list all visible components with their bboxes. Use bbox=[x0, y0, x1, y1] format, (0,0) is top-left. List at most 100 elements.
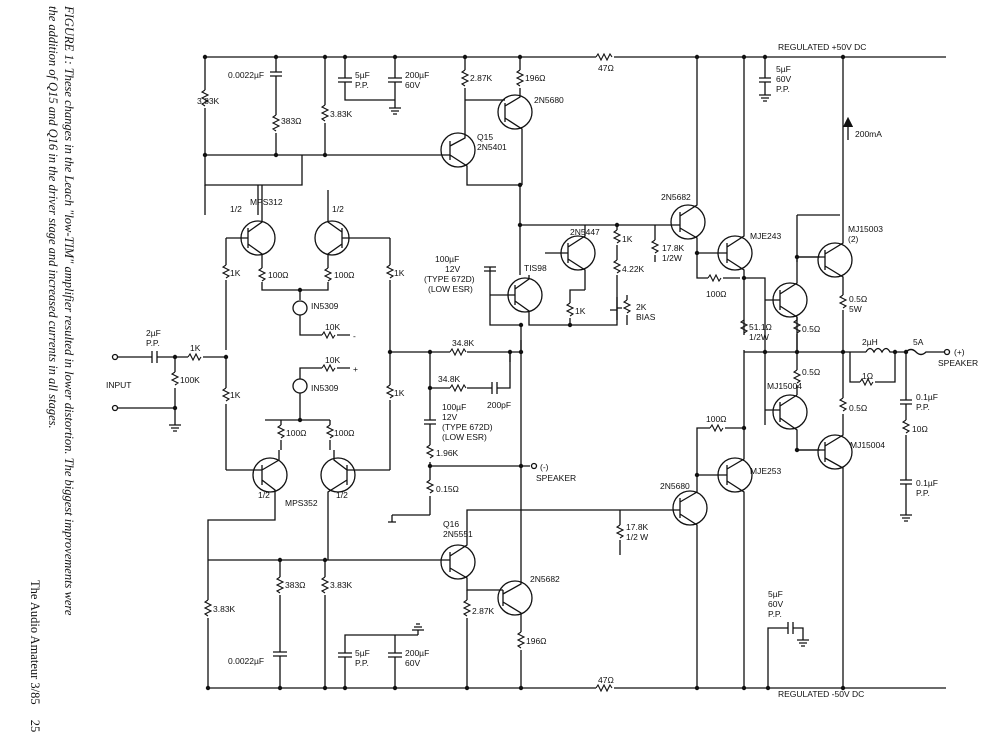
q-mje253-part: MJE253 bbox=[750, 466, 781, 476]
mps352-half-r: 1/2 bbox=[336, 490, 348, 500]
positive-rail bbox=[205, 52, 946, 62]
r-1k-d-label: 1K bbox=[394, 388, 405, 398]
r-511-label: 51.1Ω bbox=[749, 322, 772, 332]
r-383k-bot2-label: 3.83K bbox=[330, 580, 353, 590]
c-5u-top-label: 5µF bbox=[355, 70, 370, 80]
c-0022-bot-label: 0.0022µF bbox=[228, 656, 264, 666]
positive-rail-label: REGULATED +50V DC bbox=[778, 42, 866, 52]
r-100-d-label: 100Ω bbox=[334, 428, 355, 438]
c-100u-top-v: 12V bbox=[445, 264, 460, 274]
r-511-w: 1/2W bbox=[749, 332, 769, 342]
q-2n5680-top-part: 2N5680 bbox=[534, 95, 564, 105]
r-383-bot-label: 383Ω bbox=[285, 580, 306, 590]
mps312-label: MPS312 bbox=[250, 197, 283, 207]
r-10-z-label: 10Ω bbox=[912, 424, 928, 434]
r-178k-bot-label: 17.8K bbox=[626, 522, 649, 532]
q-mj15004-b-part: MJ15004 bbox=[850, 440, 885, 450]
resistor-47-top bbox=[595, 52, 613, 62]
r-287k-top-label: 2.87K bbox=[470, 73, 493, 83]
c-100u-mid-type: (TYPE 672D) bbox=[442, 422, 493, 432]
c-200u-top-v: 60V bbox=[405, 80, 420, 90]
r-015-label: 0.15Ω bbox=[436, 484, 459, 494]
r-178k-top-w: 1/2W bbox=[662, 253, 682, 263]
bottom-left-network bbox=[203, 559, 526, 688]
negative-rail bbox=[208, 683, 946, 693]
diode-in5309-bottom bbox=[292, 363, 350, 420]
r-1k-a-label: 1K bbox=[230, 268, 241, 278]
sign-plus: + bbox=[353, 364, 358, 374]
q15-part: 2N5401 bbox=[477, 142, 507, 152]
output-stage bbox=[744, 57, 860, 688]
c-in-label: 2µF bbox=[146, 328, 161, 338]
c-200u-bot-v: 60V bbox=[405, 658, 420, 668]
diode-in5309-top bbox=[292, 300, 350, 340]
driver-bottom bbox=[521, 352, 753, 688]
r-196-top-label: 196Ω bbox=[525, 73, 546, 83]
r-10k-bot-label: 10K bbox=[325, 355, 340, 365]
negative-rail-label: REGULATED -50V DC bbox=[778, 689, 864, 699]
q-mj15003-part: MJ15003 bbox=[848, 224, 883, 234]
r-1k-tis-label: 1K bbox=[575, 306, 586, 316]
c-5u-rb-pp: P.P. bbox=[768, 609, 782, 619]
r-05-b-label: 0.5Ω bbox=[802, 367, 820, 377]
r-1k-bias-label: 1K bbox=[622, 234, 633, 244]
r-287k-bot-label: 2.87K bbox=[472, 606, 495, 616]
c-5u-rt-v: 60V bbox=[776, 74, 791, 84]
r-383-top-label: 383Ω bbox=[281, 116, 302, 126]
q16-name: Q16 bbox=[443, 519, 459, 529]
pot-2k-label: 2K bbox=[636, 302, 647, 312]
c-01-b-pp: P.P. bbox=[916, 488, 930, 498]
r-1k-c-label: 1K bbox=[230, 390, 241, 400]
transistor-q15 bbox=[440, 100, 520, 186]
r-1k-b-label: 1K bbox=[394, 268, 405, 278]
c-5u-rt-pp: P.P. bbox=[776, 84, 790, 94]
fuse-5a-label: 5A bbox=[913, 337, 924, 347]
r-05-a-label: 0.5Ω bbox=[802, 324, 820, 334]
c-5u-top-pp: P.P. bbox=[355, 80, 369, 90]
r-10k-top-label: 10K bbox=[325, 322, 340, 332]
output-network bbox=[849, 347, 951, 522]
q-drv-top-part: 2N5682 bbox=[661, 192, 691, 202]
sign-minus: - bbox=[353, 331, 356, 341]
mps312-half-r: 1/2 bbox=[332, 204, 344, 214]
c-5u-bot-pp: P.P. bbox=[355, 658, 369, 668]
q-mj15004-a-part: MJ15004 bbox=[767, 381, 802, 391]
c-01-b-label: 0.1µF bbox=[916, 478, 938, 488]
speaker-minus-sign: (-) bbox=[540, 462, 549, 472]
r-in-100k-label: 100K bbox=[180, 375, 200, 385]
r-178k-bot-w: 1/2 W bbox=[626, 532, 648, 542]
c-in-pp: P.P. bbox=[146, 338, 160, 348]
r-383k-bl-label: 3.83K bbox=[213, 604, 236, 614]
c-200u-top-label: 200µF bbox=[405, 70, 429, 80]
diode-1-label: IN5309 bbox=[311, 301, 339, 311]
q-2n5682-bot-part: 2N5682 bbox=[530, 574, 560, 584]
diode-2-label: IN5309 bbox=[311, 383, 339, 393]
mps352-half-l: 1/2 bbox=[258, 490, 270, 500]
c-0022-top-label: 0.0022µF bbox=[228, 70, 264, 80]
r-422k-label: 4.22K bbox=[622, 264, 645, 274]
l-2u-label: 2µH bbox=[862, 337, 878, 347]
r-383k-top2-label: 3.83K bbox=[330, 109, 353, 119]
r-05-5w-w: 5W bbox=[849, 304, 862, 314]
r-100-drv-label: 100Ω bbox=[706, 289, 727, 299]
transistor-2n5682-bottom bbox=[497, 510, 533, 625]
fb-348k-a-label: 34.8K bbox=[452, 338, 475, 348]
r-196k-label: 1.96K bbox=[436, 448, 459, 458]
r-05-c-label: 0.5Ω bbox=[849, 403, 867, 413]
q-drv-bot-part: 2N5680 bbox=[660, 481, 690, 491]
input-label: INPUT bbox=[106, 380, 132, 390]
q-tis98-part: TIS98 bbox=[524, 263, 547, 273]
r-100-drv2-label: 100Ω bbox=[706, 414, 727, 424]
c-100u-top-label: 100µF bbox=[435, 254, 459, 264]
c-100u-mid-esr: (LOW ESR) bbox=[442, 432, 487, 442]
c-200u-bot-label: 200µF bbox=[405, 648, 429, 658]
r-47-bottom-label: 47Ω bbox=[598, 675, 614, 685]
c-5u-rb-v: 60V bbox=[768, 599, 783, 609]
r-100-a-label: 100Ω bbox=[268, 270, 289, 280]
top-left-network bbox=[200, 57, 525, 186]
speaker-plus-sign: (+) bbox=[954, 347, 965, 357]
c-200p-label: 200pF bbox=[487, 400, 511, 410]
r-1-ind-label: 1Ω bbox=[862, 371, 873, 381]
r-100-b-label: 100Ω bbox=[334, 270, 355, 280]
